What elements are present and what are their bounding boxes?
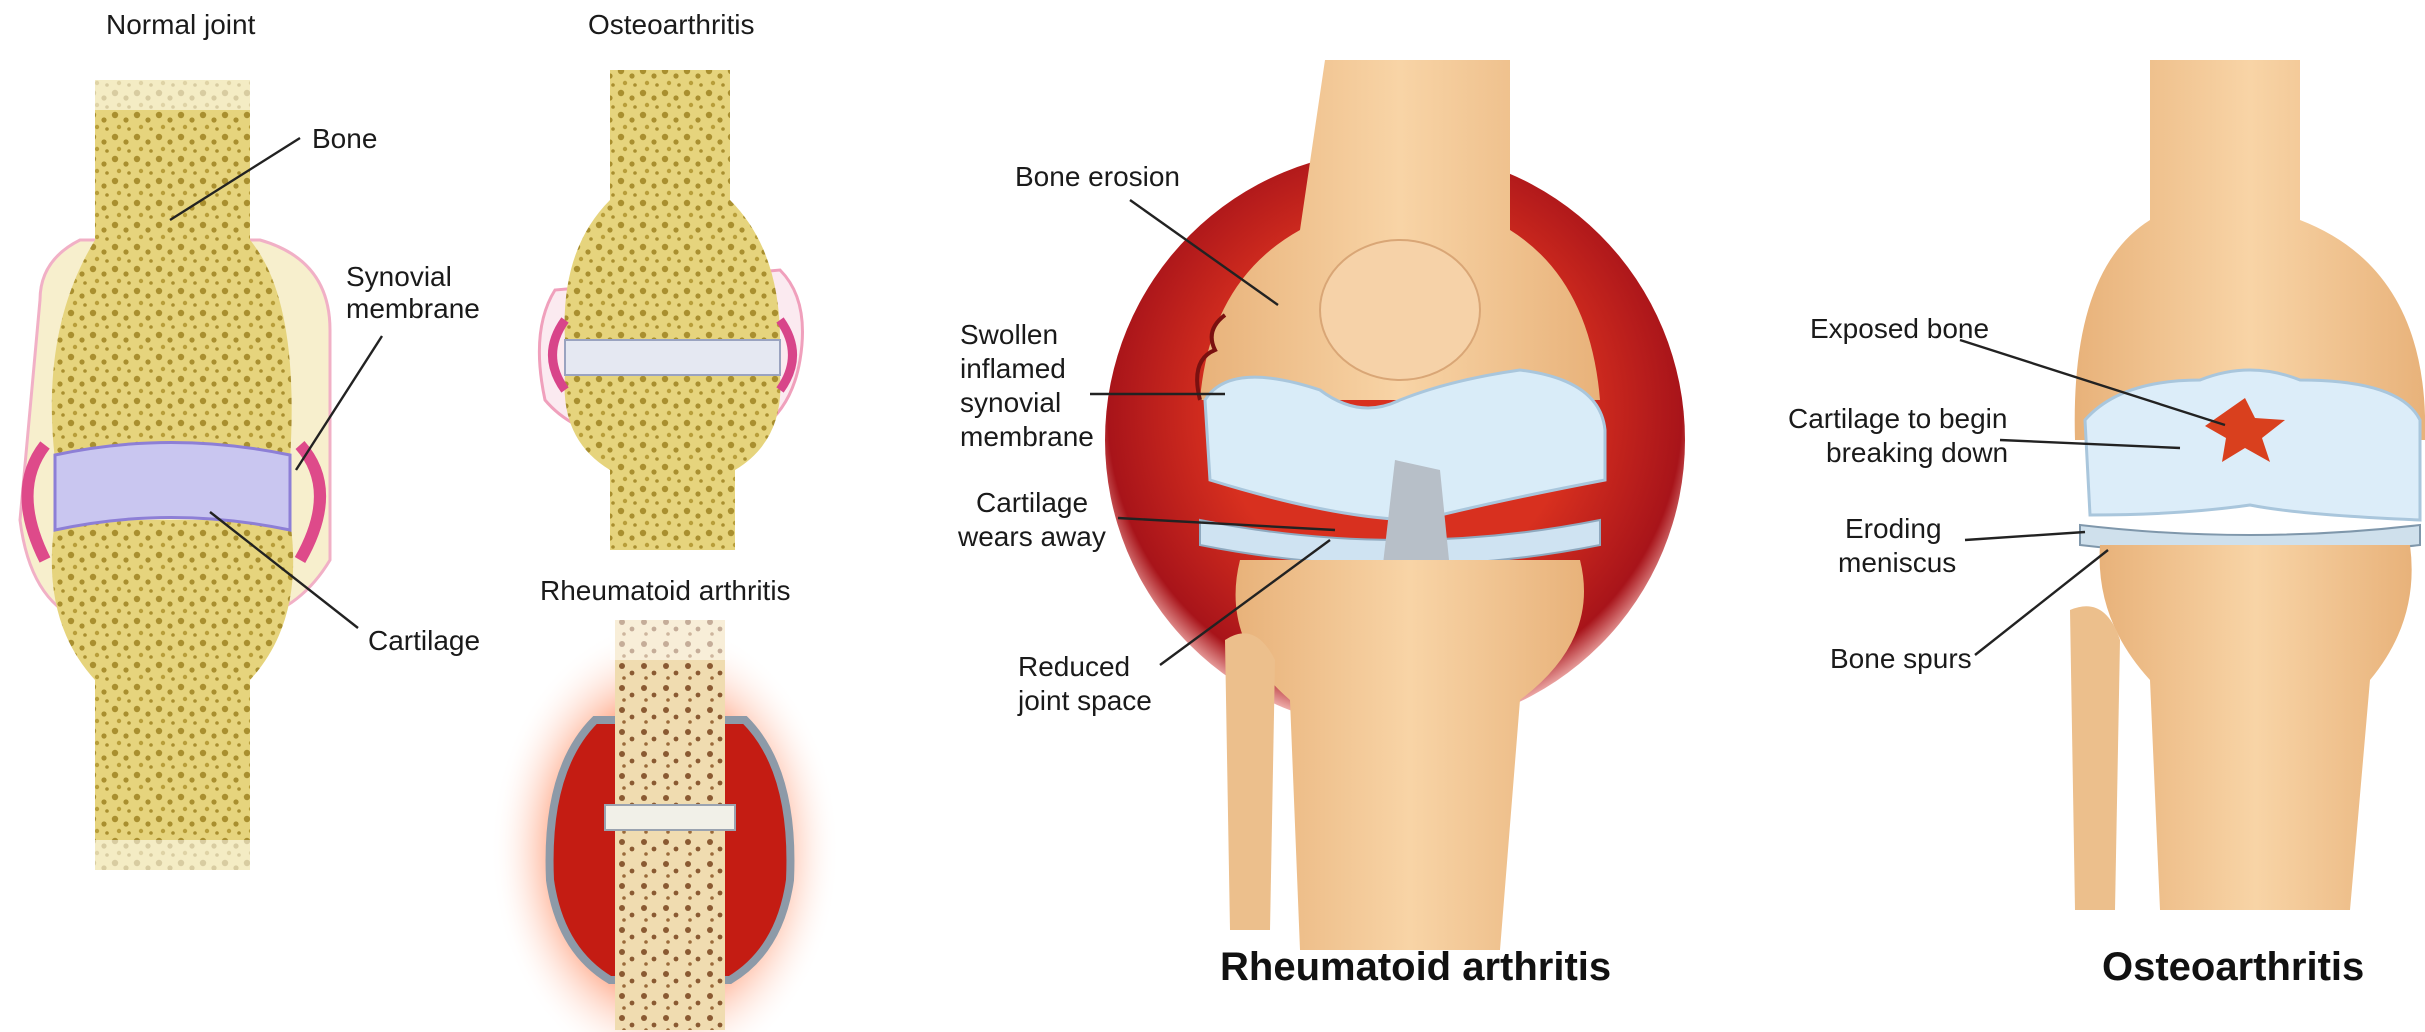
label-cartilage-begin-2: breaking down	[1826, 437, 2008, 468]
osteoarthritis-knee-caption: Osteoarthritis	[2102, 945, 2364, 989]
label-bone-erosion: Bone erosion	[1015, 161, 1180, 192]
normal-joint-title: Normal joint	[106, 9, 256, 40]
label-cartilage-wears-1: Cartilage	[976, 487, 1088, 518]
osteoarthritis-knee-illustration	[2070, 60, 2425, 910]
label-swollen-1: Swollen	[960, 319, 1058, 350]
leader-eroding	[1965, 532, 2085, 540]
label-cartilage: Cartilage	[368, 625, 480, 656]
rheumatoid-knee-illustration	[1105, 60, 1685, 950]
label-swollen-4: membrane	[960, 421, 1094, 452]
label-exposed-bone: Exposed bone	[1810, 313, 1989, 344]
label-cartilage-begin-1: Cartilage to begin	[1788, 403, 2007, 434]
label-synovial-2: membrane	[346, 293, 480, 324]
osteoarthritis-small-illustration	[539, 70, 802, 550]
label-swollen-2: inflamed	[960, 353, 1066, 384]
label-bone-spurs: Bone spurs	[1830, 643, 1972, 674]
label-bone: Bone	[312, 123, 377, 154]
label-eroding-1: Eroding	[1845, 513, 1942, 544]
label-cartilage-wears-2: wears away	[957, 521, 1106, 552]
label-eroding-2: meniscus	[1838, 547, 1956, 578]
normal-joint-illustration	[20, 70, 330, 880]
osteoarthritis-small-title: Osteoarthritis	[588, 9, 755, 40]
rheumatoid-knee-caption: Rheumatoid arthritis	[1220, 945, 1611, 989]
label-reduced-1: Reduced	[1018, 651, 1130, 682]
rheumatoid-small-title: Rheumatoid arthritis	[540, 575, 791, 606]
rheumatoid-small-illustration	[490, 620, 840, 1032]
label-synovial-1: Synovial	[346, 261, 452, 292]
label-swollen-3: synovial	[960, 387, 1061, 418]
label-reduced-2: joint space	[1017, 685, 1152, 716]
